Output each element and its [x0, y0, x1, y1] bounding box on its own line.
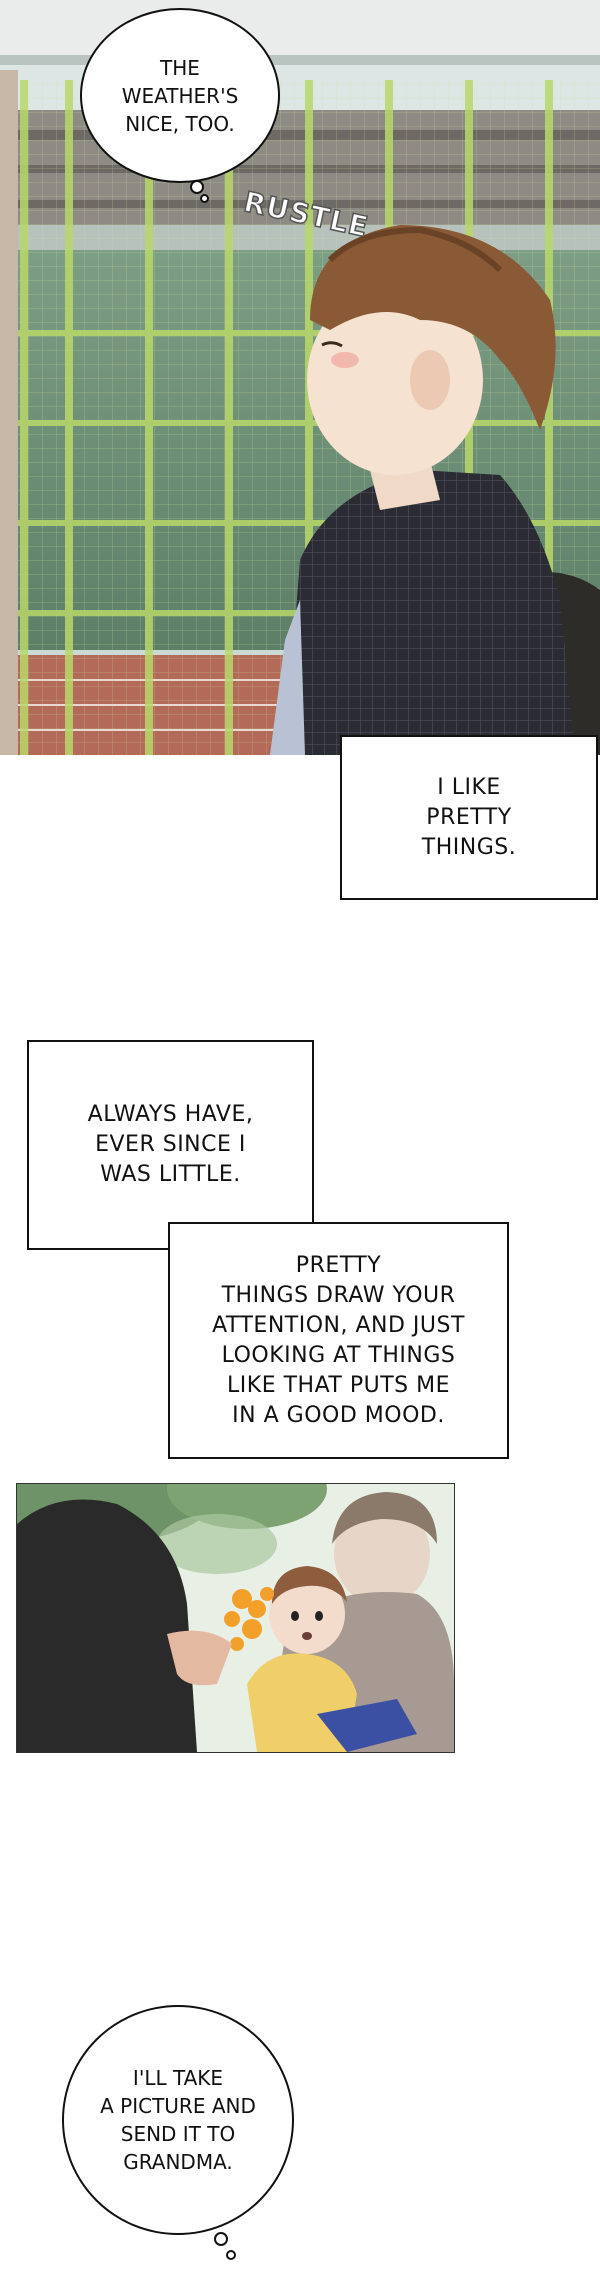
bubble-tail-dot [190, 180, 204, 194]
caption-text-always-have: ALWAYS HAVE, EVER SINCE I WAS LITTLE. [87, 1102, 254, 1187]
caption-text-draw-attention: PRETTY THINGS DRAW YOUR ATTENTION, AND J… [212, 1252, 465, 1428]
speech-bubble-weather: THE WEATHER'S NICE, TOO. [80, 8, 280, 183]
caption-text-pretty-things: I LIKE PRETTY THINGS. [421, 774, 517, 860]
speech-bubble-grandma: I'LL TAKE A PICTURE AND SEND IT TO GRAND… [62, 2005, 294, 2235]
bubble-tail-dot [200, 194, 209, 203]
panel-flashback [16, 1483, 455, 1753]
caption-box-draw-attention: PRETTY THINGS DRAW YOUR ATTENTION, AND J… [168, 1222, 509, 1459]
panel-schoolyard: RUSTLE [0, 0, 600, 755]
speech-bubble-grandma-text: I'LL TAKE A PICTURE AND SEND IT TO GRAND… [100, 2066, 256, 2174]
speech-bubble-weather-text: THE WEATHER'S NICE, TOO. [121, 55, 239, 136]
caption-box-pretty-things: I LIKE PRETTY THINGS. [340, 735, 598, 900]
schoolyard-illustration [0, 0, 600, 755]
bubble-tail-dot [214, 2232, 228, 2246]
caption-box-always-have: ALWAYS HAVE, EVER SINCE I WAS LITTLE. [27, 1040, 314, 1250]
bubble-tail-dot [226, 2250, 236, 2260]
flashback-illustration [17, 1484, 454, 1752]
